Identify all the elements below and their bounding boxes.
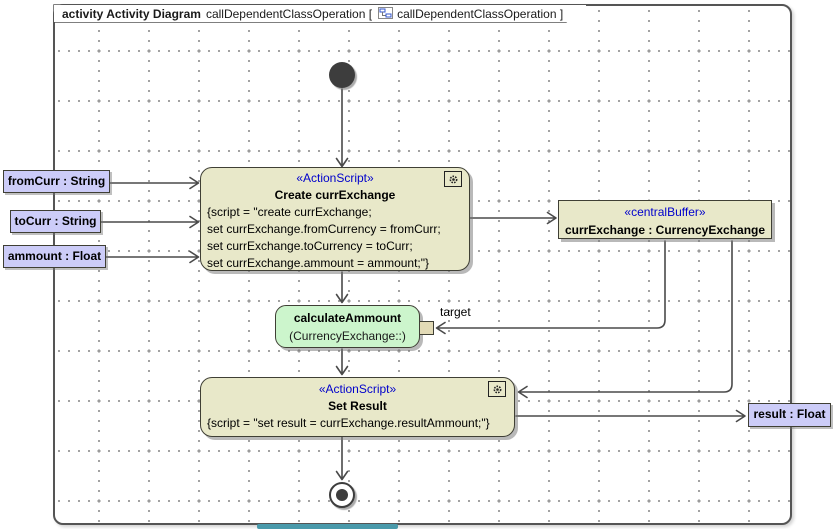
- gear-icon: [488, 381, 506, 397]
- edge-initial-to-create[interactable]: [335, 88, 349, 168]
- script-line: set currExchange.ammount = ammount;"}: [207, 256, 430, 270]
- edge-buffer-to-setresult[interactable]: [517, 240, 733, 399]
- edge-buffer-to-target-pin[interactable]: [435, 240, 666, 335]
- pin-label: target: [440, 305, 471, 319]
- edge-fromcurr-to-create[interactable]: [109, 176, 200, 190]
- action-create-currexchange[interactable]: «ActionScript» Create currExchange {scri…: [200, 167, 470, 271]
- initial-node[interactable]: [329, 62, 355, 88]
- edge-setresult-to-result[interactable]: [515, 409, 746, 423]
- parameter-result[interactable]: result : Float: [748, 403, 831, 427]
- edge-calculate-to-setresult[interactable]: [335, 348, 349, 376]
- horizontal-scrollbar-thumb[interactable]: [257, 524, 398, 529]
- script-line: {script = "set result = currExchange.res…: [207, 416, 490, 430]
- call-name: calculateAmmount: [293, 311, 402, 325]
- edge-tocurr-to-create[interactable]: [100, 215, 200, 229]
- stereotype-label: «ActionScript»: [296, 171, 374, 185]
- activity-final-node[interactable]: [329, 482, 355, 508]
- parameter-ammount[interactable]: ammount : Float: [3, 245, 106, 268]
- call-behavior-calculateammount[interactable]: calculateAmmount (CurrencyExchange::): [275, 305, 420, 348]
- final-node-inner-dot: [336, 489, 348, 501]
- stereotype-label: «centralBuffer»: [624, 205, 706, 219]
- script-line: set currExchange.fromCurrency = fromCurr…: [207, 222, 441, 236]
- central-buffer-currexchange[interactable]: «centralBuffer» currExchange : CurrencyE…: [558, 200, 772, 239]
- gear-icon: [444, 171, 462, 187]
- action-set-result[interactable]: «ActionScript» Set Result {script = "set…: [200, 377, 515, 437]
- script-line: set currExchange.toCurrency = toCurr;: [207, 239, 413, 253]
- edge-create-to-calculate[interactable]: [335, 271, 349, 304]
- edge-setresult-to-final[interactable]: [335, 436, 349, 481]
- parameter-tocurr[interactable]: toCurr : String: [10, 210, 101, 233]
- parameter-fromcurr[interactable]: fromCurr : String: [3, 170, 110, 193]
- script-line: {script = "create currExchange;: [207, 205, 372, 219]
- edge-create-to-buffer[interactable]: [469, 211, 557, 225]
- action-name: Create currExchange: [274, 188, 396, 202]
- edge-ammount-to-create[interactable]: [105, 250, 200, 264]
- stereotype-label: «ActionScript»: [318, 382, 397, 396]
- buffer-name: currExchange : CurrencyExchange: [564, 223, 766, 237]
- target-input-pin[interactable]: [419, 321, 434, 335]
- action-name: Set Result: [328, 399, 387, 413]
- call-behavior-owner: (CurrencyExchange::): [289, 329, 406, 343]
